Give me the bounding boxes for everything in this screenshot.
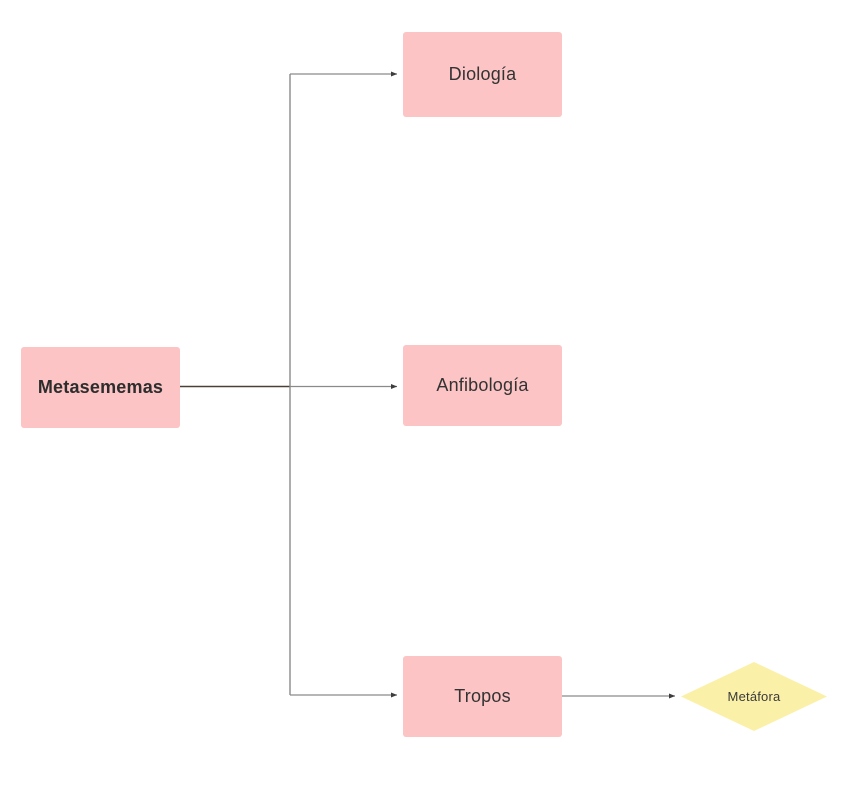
node-metafora[interactable]: Metáfora <box>681 662 827 731</box>
node-diologia[interactable]: Diología <box>403 32 562 117</box>
node-anfibologia-label: Anfibología <box>436 374 529 395</box>
node-metasememas[interactable]: Metasememas <box>21 347 180 428</box>
node-anfibologia[interactable]: Anfibología <box>403 345 562 426</box>
node-metasememas-label: Metasememas <box>37 376 164 397</box>
node-tropos[interactable]: Tropos <box>403 656 562 737</box>
node-metafora-label: Metáfora <box>727 688 781 704</box>
node-tropos-label: Tropos <box>454 685 511 706</box>
node-diologia-label: Diología <box>448 63 517 84</box>
diamond-shape-icon <box>681 662 827 731</box>
